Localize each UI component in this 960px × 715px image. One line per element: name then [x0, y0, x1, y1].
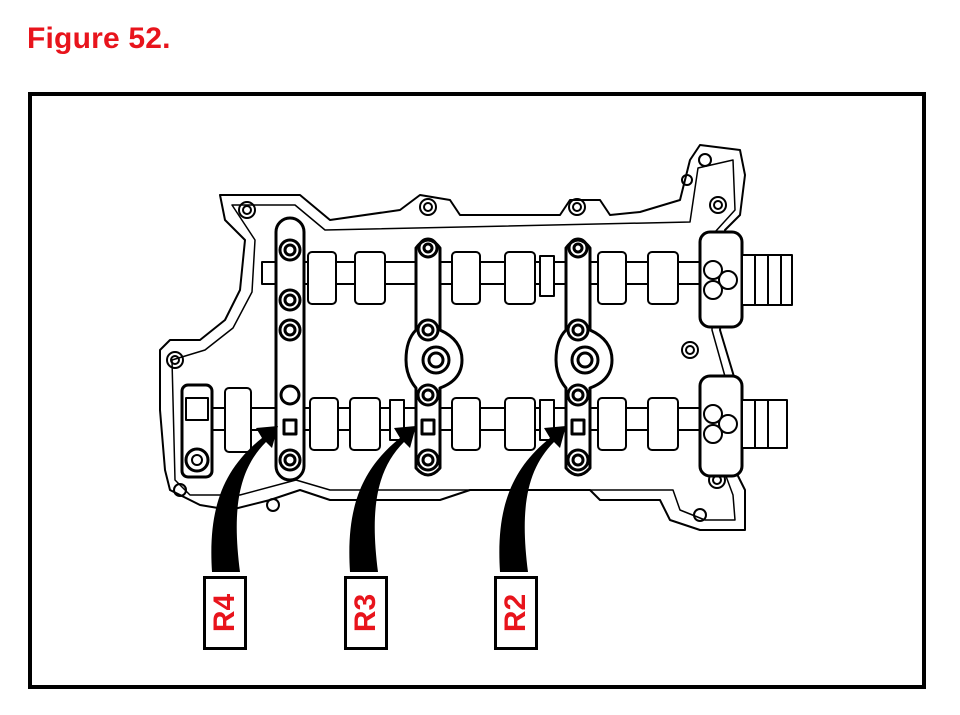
arrow-r3 — [349, 426, 416, 572]
lower-vvt-unit — [698, 374, 788, 478]
housing-bolts — [166, 153, 727, 522]
callout-r2: R2 — [494, 576, 538, 650]
callout-label-r4: R4 — [208, 593, 241, 633]
arrow-r4 — [211, 426, 278, 572]
left-end-cap — [180, 383, 214, 479]
callout-label-r2: R2 — [499, 593, 532, 633]
bearing-cap-r2 — [554, 237, 614, 477]
figure-title: Figure 52. — [27, 22, 171, 55]
arrow-r2 — [499, 426, 566, 572]
callout-r3: R3 — [344, 576, 388, 650]
housing-outline — [159, 144, 746, 531]
callout-label-r3: R3 — [349, 593, 382, 633]
upper-vvt-unit — [698, 230, 793, 329]
intake-camshaft — [261, 251, 703, 305]
bearing-cap-r4 — [274, 216, 306, 482]
bearing-cap-r3 — [404, 237, 464, 477]
diagram-frame — [28, 92, 926, 689]
housing-inner-edge — [171, 159, 736, 521]
callout-r4: R4 — [203, 576, 247, 650]
